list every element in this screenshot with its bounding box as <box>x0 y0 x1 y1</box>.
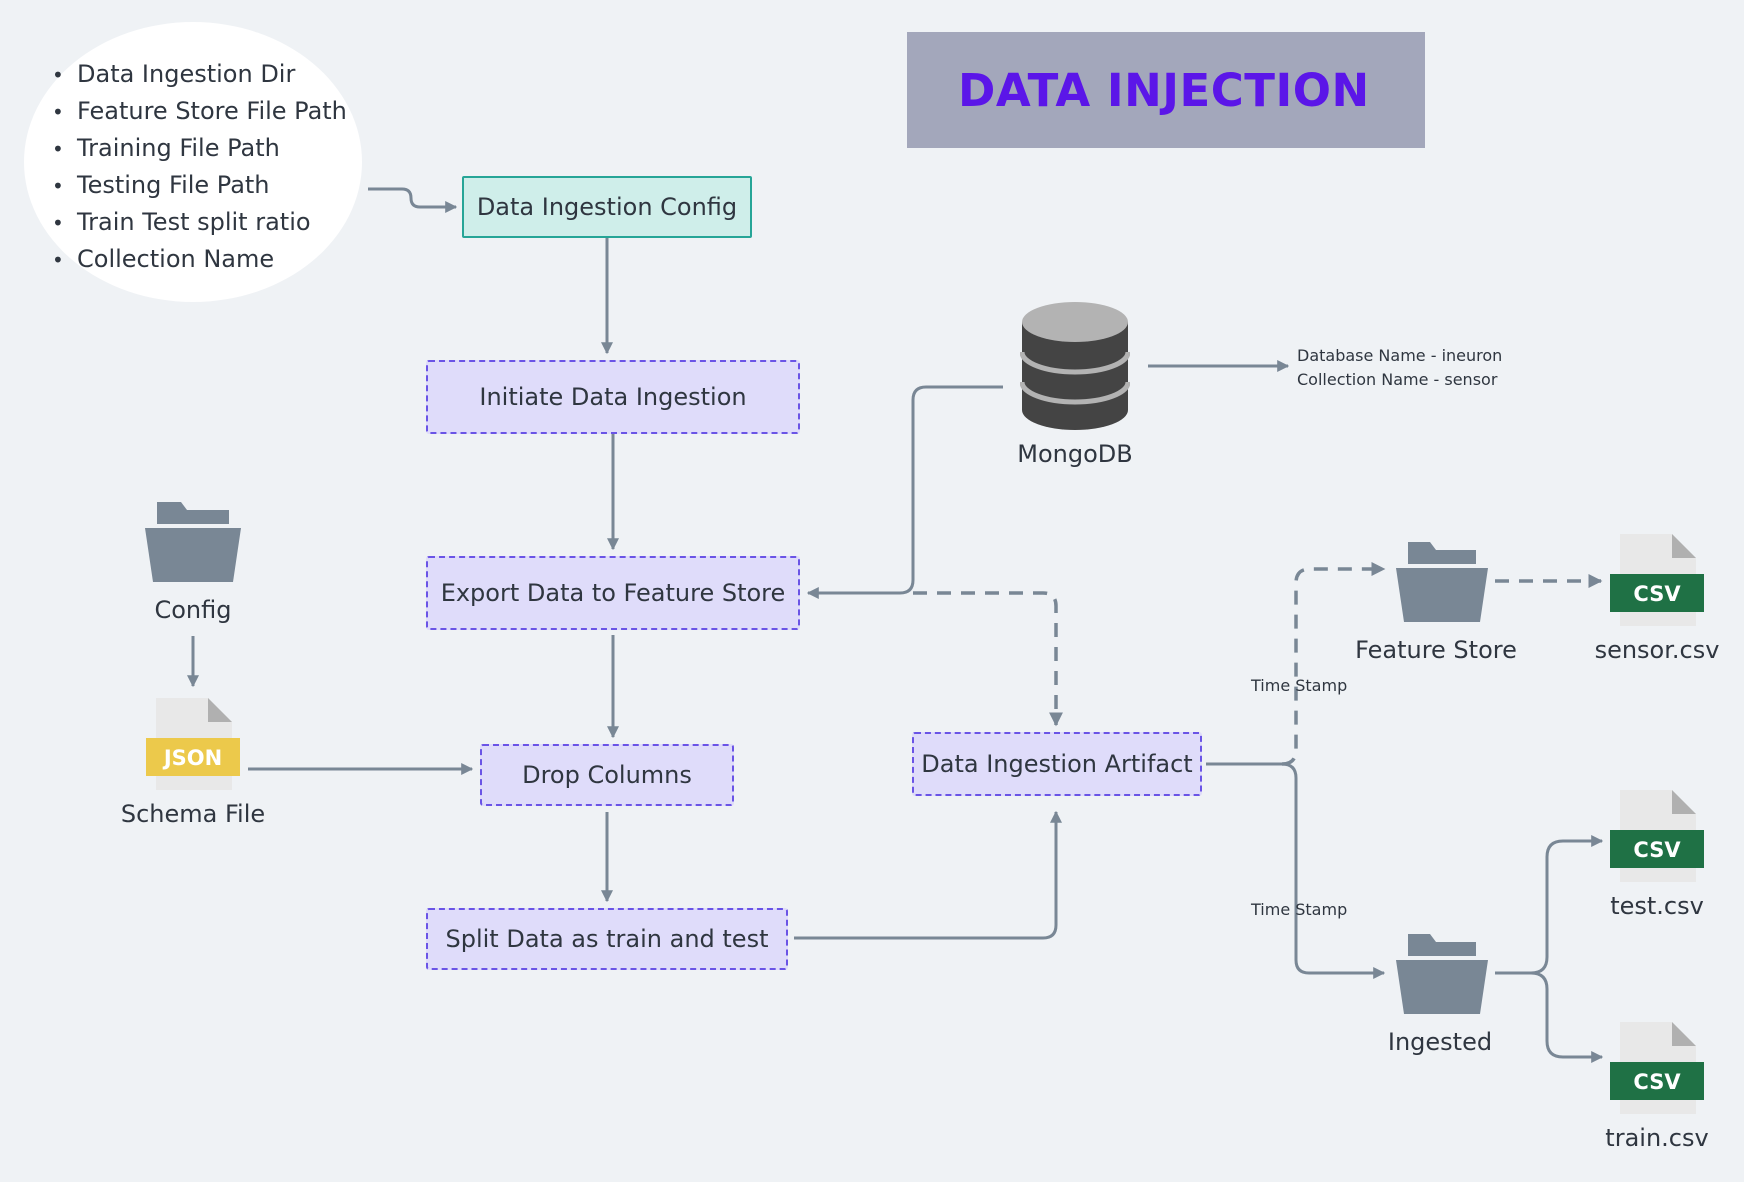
page-title: DATA INJECTION <box>958 63 1370 117</box>
csv-badge: CSV <box>1633 582 1681 606</box>
connector-artifact-to-feature-store <box>1281 562 1386 766</box>
csv-file-icon: CSV <box>1610 790 1704 882</box>
config-field: Train Test split ratio <box>52 204 347 241</box>
time-stamp-label: Time Stamp <box>1251 900 1348 919</box>
config-field: Data Ingestion Dir <box>52 56 347 93</box>
feature-store-folder-icon <box>1396 542 1488 622</box>
config-field: Collection Name <box>52 241 347 278</box>
split-data-node[interactable]: Split Data as train and test <box>426 908 788 970</box>
connector-split-to-artifact <box>794 810 1062 940</box>
drop-columns-node[interactable]: Drop Columns <box>480 744 734 806</box>
collection-name-text: Collection Name - sensor <box>1297 370 1498 389</box>
database-icon <box>1020 302 1130 430</box>
csv-badge: CSV <box>1633 1070 1681 1094</box>
connector-ingested-to-test <box>1495 835 1604 975</box>
json-file-icon: JSON <box>146 698 240 790</box>
config-fields-list: Data Ingestion Dir Feature Store File Pa… <box>52 56 347 278</box>
connector-artifact-to-ingested <box>1206 762 1386 979</box>
initiate-data-ingestion-node[interactable]: Initiate Data Ingestion <box>426 360 800 434</box>
connector-ingested-to-train <box>1530 971 1604 1063</box>
export-data-to-feature-store-node[interactable]: Export Data to Feature Store <box>426 556 800 630</box>
config-fields-bubble: Data Ingestion Dir Feature Store File Pa… <box>24 22 362 302</box>
schema-file-label: Schema File <box>120 800 266 828</box>
data-ingestion-config-node[interactable]: Data Ingestion Config <box>462 176 752 238</box>
data-ingestion-artifact-node[interactable]: Data Ingestion Artifact <box>912 732 1202 796</box>
train-file-label: train.csv <box>1605 1124 1709 1152</box>
ingested-label: Ingested <box>1387 1028 1493 1056</box>
database-name-text: Database Name - ineuron <box>1297 346 1503 365</box>
config-field: Training File Path <box>52 130 347 167</box>
csv-badge: CSV <box>1633 838 1681 862</box>
json-badge: JSON <box>162 746 222 770</box>
csv-file-icon: CSV <box>1610 534 1704 626</box>
title-banner: DATA INJECTION <box>907 32 1425 148</box>
connector-export-to-artifact <box>913 591 1063 727</box>
config-folder-label: Config <box>154 596 232 624</box>
feature-store-label: Feature Store <box>1355 636 1517 664</box>
ingested-folder-icon <box>1396 934 1488 1014</box>
test-file-label: test.csv <box>1610 892 1704 920</box>
sensor-file-label: sensor.csv <box>1594 636 1720 664</box>
config-folder-icon <box>145 502 241 582</box>
connector-mongodb-to-export <box>806 385 1003 599</box>
config-field: Feature Store File Path <box>52 93 347 130</box>
mongodb-label: MongoDB <box>1017 440 1133 468</box>
time-stamp-label: Time Stamp <box>1251 676 1348 695</box>
config-field: Testing File Path <box>52 167 347 204</box>
csv-file-icon: CSV <box>1610 1022 1704 1114</box>
connector-fields-to-config <box>368 187 458 213</box>
